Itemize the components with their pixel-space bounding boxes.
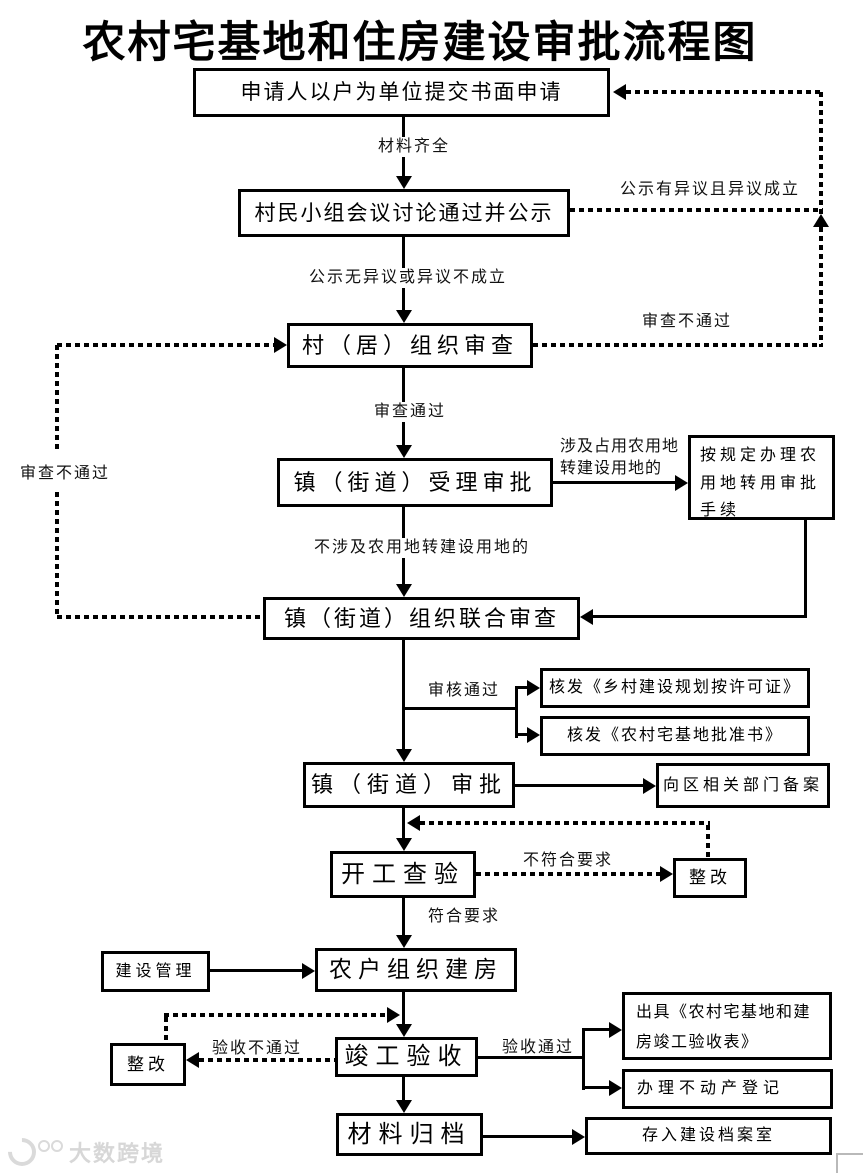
- arrowhead-to-acceptance-form: [609, 1022, 622, 1038]
- node-archive-materials: 材料归档: [336, 1113, 483, 1156]
- edge-label-not-meet: 不符合要求: [522, 852, 613, 869]
- connector-to-planning-permit: [515, 686, 529, 689]
- dotted-joint-fail-left: [57, 615, 263, 619]
- arrowhead-apply-to-meeting: [396, 176, 412, 189]
- node-apply: 申请人以户为单位提交书面申请: [193, 68, 610, 117]
- connector-to-property-registration: [582, 1086, 611, 1089]
- connector-acceptance-branch: [478, 1056, 585, 1059]
- connector-audit-branch: [403, 707, 518, 710]
- arrowhead-joint-to-approve: [396, 749, 412, 762]
- node-archive-room: 存入建设档案室: [585, 1117, 832, 1155]
- connector-check-to-build: [402, 898, 405, 936]
- arrowhead-left-to-village: [274, 337, 287, 353]
- dotted-objection-valid: [570, 208, 823, 212]
- page-title: 农村宅基地和住房建设审批流程图: [82, 19, 758, 67]
- arrowhead-rectify-left-return: [387, 1007, 400, 1023]
- edge-label-review-fail-left: 审查不通过: [20, 464, 111, 484]
- dotted-rectify-left-up: [164, 1017, 168, 1043]
- arrowhead-completion-to-archive: [396, 1100, 412, 1113]
- arrowhead-to-planning-permit: [527, 680, 540, 696]
- corner-partial-box: [836, 1153, 863, 1173]
- edge-label-meet: 符合要求: [427, 908, 500, 925]
- edge-label-audit-pass: 审核通过: [427, 682, 500, 699]
- connector-to-acceptance-form: [582, 1028, 611, 1031]
- dotted-left-trunk-upper: [55, 345, 59, 452]
- arrowhead-check-to-build: [396, 935, 412, 948]
- node-village-review: 村（居）组织审查: [287, 323, 533, 368]
- arrowhead-to-homestead-approval: [527, 727, 540, 743]
- edge-label-not-involve-farmland: 不涉及农用地转建设用地的: [314, 538, 531, 558]
- connector-town-to-farmland: [553, 481, 675, 484]
- arrowhead-mgmt-to-build: [302, 963, 315, 979]
- node-issue-acceptance-form: 出具《农村宅基地和建房竣工验收表》: [622, 992, 832, 1060]
- dotted-not-meet: [476, 872, 660, 876]
- node-rectify-left: 整改: [110, 1043, 186, 1086]
- node-joint-review: 镇（街道）组织联合审查: [263, 597, 580, 640]
- node-rectify-right: 整改: [673, 858, 747, 898]
- arrowhead-town-to-joint: [396, 584, 412, 597]
- arrowhead-approve-to-check: [396, 838, 412, 851]
- dotted-review-fail-right: [533, 343, 823, 347]
- connector-build-to-completion: [402, 992, 405, 1025]
- edge-label-review-pass: 审查通过: [360, 402, 460, 422]
- arrowhead-return-to-apply: [613, 84, 626, 100]
- connector-mgmt-to-build: [210, 969, 302, 972]
- arrowhead-right-trunk-up: [813, 214, 829, 227]
- node-town-approve: 镇（街道）审批: [303, 762, 515, 808]
- connector-acceptance-branch-vertical: [582, 1028, 585, 1090]
- edge-label-no-objection: 公示无异议或异议不成立: [308, 268, 508, 288]
- arrowhead-rectify-right-return: [407, 815, 420, 831]
- dotted-rectify-right-return: [420, 821, 710, 825]
- dotted-return-to-apply: [626, 90, 823, 94]
- node-farmland-procedure: 按规定办理农用地转用审批手续: [688, 435, 835, 520]
- node-group-meeting: 村民小组会议讨论通过并公示: [238, 189, 570, 237]
- edge-label-involve-farmland-line2: 转建设用地的: [560, 460, 663, 477]
- arrowhead-to-property-registration: [609, 1080, 622, 1096]
- connector-joint-to-approve: [402, 640, 405, 750]
- connector-to-homestead-approval: [515, 733, 529, 736]
- dotted-rectify-left-return: [164, 1013, 387, 1017]
- dotted-left-trunk-lower: [55, 492, 59, 617]
- connector-completion-to-archive: [402, 1077, 405, 1101]
- arrowhead-build-to-completion: [396, 1024, 412, 1037]
- node-issue-homestead-approval: 核发《农村宅基地批准书》: [540, 716, 810, 756]
- connector-farmland-to-joint: [593, 615, 807, 618]
- node-town-accept: 镇（街道）受理审批: [277, 458, 553, 507]
- arrowhead-approve-to-record: [643, 778, 656, 794]
- edge-label-materials-complete: 材料齐全: [364, 137, 464, 157]
- watermark-text: 大数跨境: [69, 1141, 166, 1166]
- edge-label-objection-valid: 公示有异议且异议成立: [620, 181, 801, 198]
- arrowhead-farmland-to-joint: [580, 609, 593, 625]
- arrowhead-town-to-farmland: [675, 475, 688, 491]
- edge-label-review-fail-right: 审查不通过: [642, 313, 733, 330]
- dotted-rectify-right-down: [706, 825, 710, 858]
- connector-farmland-down: [804, 520, 807, 617]
- connector-audit-branch-vertical: [515, 686, 518, 738]
- node-household-build: 农户组织建房: [315, 948, 517, 992]
- node-construction-mgmt: 建设管理: [101, 951, 210, 992]
- connector-archive-to-room: [483, 1135, 572, 1138]
- dotted-acceptance-fail: [199, 1058, 335, 1062]
- edge-label-involve-farmland-line1: 涉及占用农用地: [560, 438, 680, 455]
- node-start-work-check: 开工查验: [330, 851, 476, 898]
- edge-label-acceptance-pass: 验收通过: [501, 1039, 574, 1056]
- watermark: 大数跨境: [2, 1132, 166, 1172]
- node-completion-check: 竣工验收: [335, 1037, 478, 1077]
- node-property-registration: 办理不动产登记: [622, 1069, 833, 1109]
- arrowhead-village-to-town: [396, 445, 412, 458]
- edge-label-acceptance-fail: 验收不通过: [211, 1040, 302, 1057]
- node-record-to-district: 向区相关部门备案: [656, 763, 830, 808]
- connector-approve-to-record: [515, 784, 643, 787]
- watermark-logo-circles-icon: [38, 1140, 63, 1152]
- watermark-logo-icon: [2, 1132, 42, 1172]
- arrowhead-acceptance-fail: [186, 1052, 199, 1068]
- arrowhead-archive-to-room: [572, 1129, 585, 1145]
- connector-approve-to-check: [402, 808, 405, 839]
- node-issue-planning-permit: 核发《乡村建设规划按许可证》: [540, 668, 810, 708]
- arrowhead-meeting-to-village: [396, 310, 412, 323]
- arrowhead-not-meet: [660, 866, 673, 882]
- dotted-left-to-village: [57, 343, 274, 347]
